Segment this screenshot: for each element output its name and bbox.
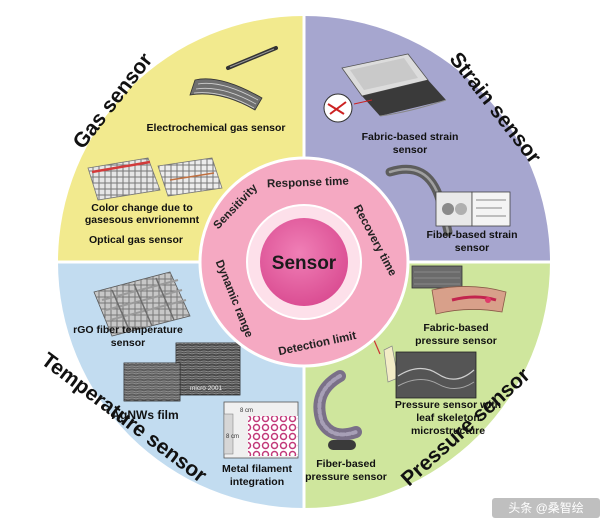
agnws-label: AgNWs film	[111, 408, 178, 422]
fabric-pressure-label-1: Fabric-based	[423, 322, 488, 334]
scale-top-label: 8 cm	[240, 408, 253, 414]
color-change-label-1: Color change due to	[91, 202, 193, 214]
electrochemical-fiber-image	[189, 46, 278, 111]
fabric-strain-label-2: sensor	[393, 144, 427, 156]
fiber-pressure-label-2: pressure sensor	[305, 471, 387, 483]
fiber-strain-label-2: sensor	[455, 242, 489, 254]
fabric-pressure-label-2: pressure sensor	[415, 335, 497, 347]
scale-side-label: 8 cm	[226, 434, 239, 440]
leaf-label-3: microstructure	[411, 425, 485, 437]
leaf-label-1: Pressure sensor with	[395, 399, 501, 411]
fabric-pressure-image	[411, 265, 507, 315]
electrochemical-label: Electrochemical gas sensor	[147, 122, 286, 134]
fiber-pressure-image	[313, 370, 362, 450]
rgo-label-1: rGO fiber temperature	[73, 324, 183, 336]
leaf-skeleton-image	[373, 339, 477, 399]
metal-label-2: integration	[230, 476, 284, 488]
fiber-pressure-label-1: Fiber-based	[316, 458, 376, 470]
rgo-label-2: sensor	[111, 337, 145, 349]
metal-label-1: Metal filament	[222, 463, 293, 475]
ring-label-response-time: Response time	[267, 176, 349, 191]
center-circle	[260, 218, 348, 306]
metal-filament-image: 8 cm 8 cm	[223, 401, 299, 459]
center-label: Sensor	[272, 253, 337, 274]
svg-text:Response time: Response time	[267, 176, 349, 191]
optical-label: Optical gas sensor	[89, 234, 183, 246]
fiber-strain-image	[385, 164, 511, 237]
color-change-label-2: gasesous envrionemnt	[85, 214, 200, 226]
watermark: 头条 @桑智绘	[492, 498, 600, 518]
optical-fabric-image	[87, 157, 223, 201]
leaf-label-2: leaf skeleton	[416, 412, 480, 424]
svg-text:头条 @桑智绘: 头条 @桑智绘	[508, 500, 584, 515]
fiber-strain-label-1: Fiber-based strain	[426, 229, 517, 241]
rgo-fiber-mesh-image	[93, 271, 191, 337]
fabric-strain-label-1: Fabric-based strain	[362, 131, 459, 143]
fabric-strain-image	[323, 53, 447, 123]
agnws-sem-image: micro 2001	[123, 342, 241, 402]
sem-scale-mark: micro 2001	[190, 385, 223, 392]
